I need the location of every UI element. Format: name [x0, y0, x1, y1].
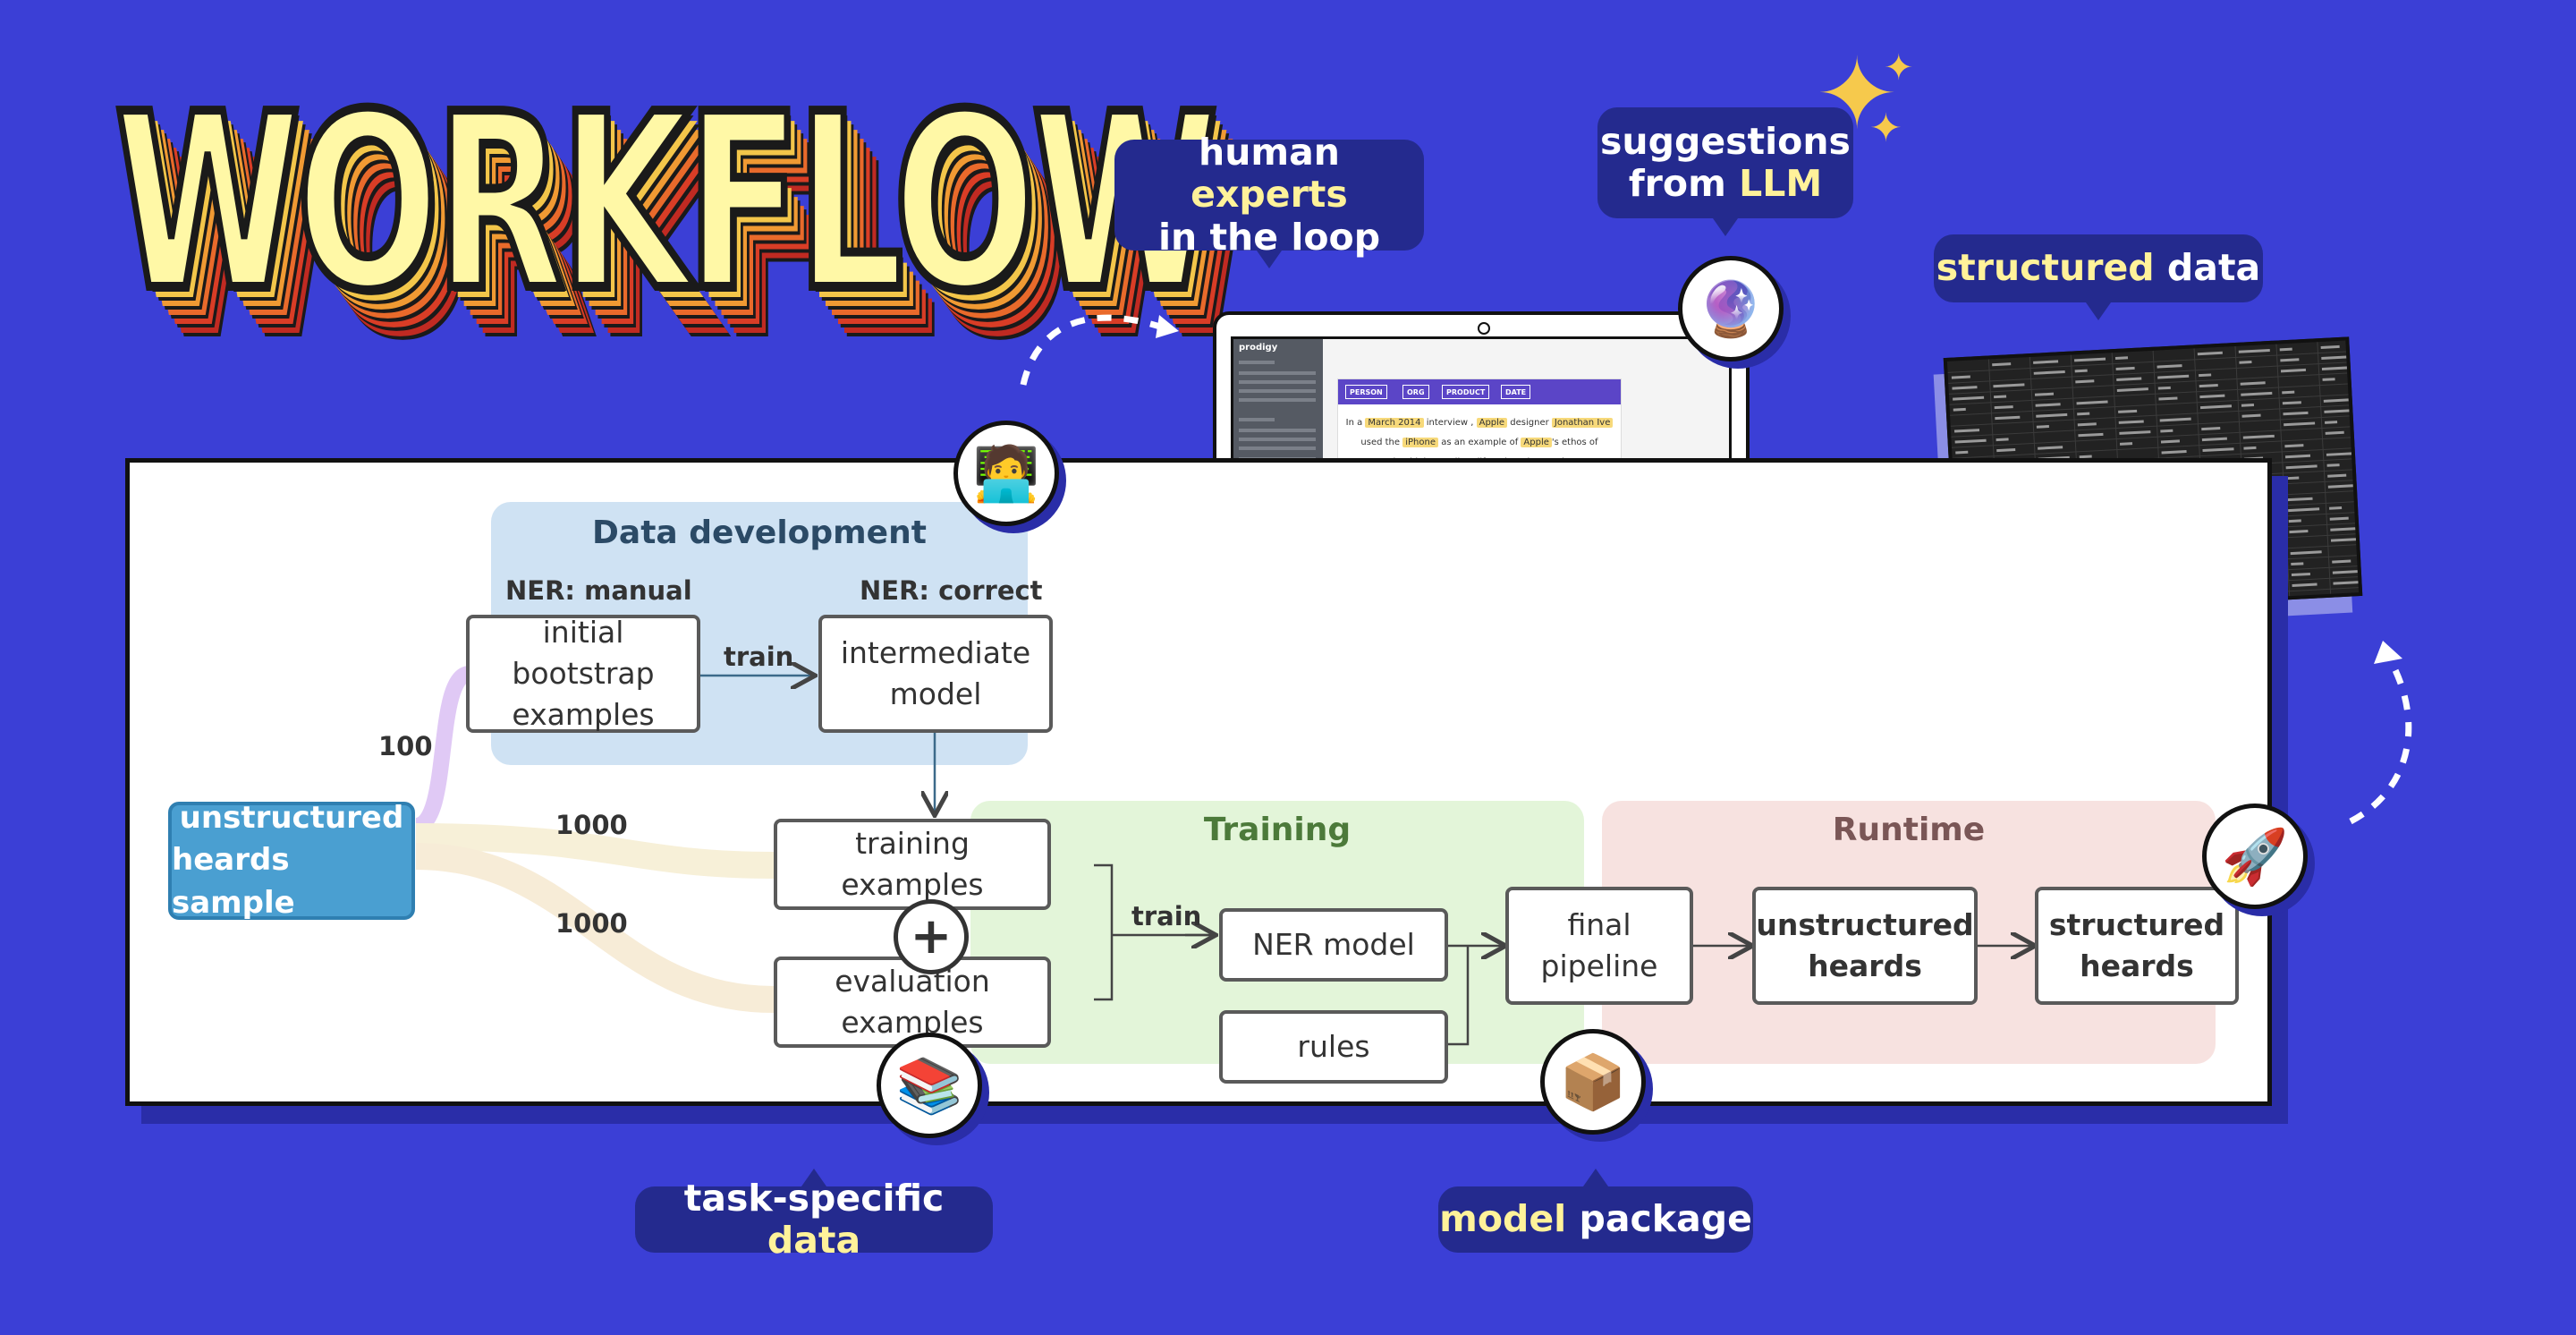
sample-count-label: 1000: [555, 908, 628, 939]
suggestions-llm-bubble: suggestions from LLM: [1597, 107, 1853, 236]
sparkle-small-icon: ✦: [1869, 106, 1902, 151]
books-icon: 📚: [877, 1033, 982, 1138]
sample-count-label: 100: [378, 731, 433, 761]
label-date[interactable]: DATE: [1501, 385, 1531, 399]
training-title: Training: [1203, 812, 1352, 848]
rocket-icon: 🚀: [2202, 804, 2308, 909]
runtime-title: Runtime: [1832, 812, 1986, 848]
train-label: train: [724, 642, 794, 672]
model-package-bubble: model package: [1438, 1169, 1753, 1253]
plus-icon: +: [894, 899, 969, 974]
label-bar: PERSON ORG PRODUCT DATE: [1338, 379, 1621, 404]
ner-model-node: NER model: [1219, 908, 1448, 982]
training-examples-node: training examples: [774, 819, 1051, 910]
package-icon: 📦: [1540, 1029, 1646, 1135]
app-logo: prodigy: [1239, 343, 1278, 353]
camera-dot: [1478, 322, 1490, 335]
ner-manual-label: NER: manual: [505, 575, 692, 606]
workflow-panel: Data development Training Runtime NER: m…: [125, 458, 2272, 1106]
train-label: train: [1131, 901, 1202, 931]
sample-count-label: 1000: [555, 810, 628, 840]
rules-node: rules: [1219, 1010, 1448, 1084]
ner-correct-label: NER: correct: [860, 575, 1043, 606]
sparkle-small-icon: ✦: [1884, 47, 1914, 89]
technologist-icon: 🧑‍💻: [953, 421, 1059, 526]
workflow-title: WORKFLOW: [112, 62, 1222, 344]
task-specific-data-bubble: task-specific data: [635, 1169, 993, 1262]
flow-connectors: [413, 463, 2267, 1046]
label-org[interactable]: ORG: [1402, 385, 1429, 399]
data-development-title: Data development: [592, 514, 927, 551]
crystal-ball-icon: 🔮: [1678, 256, 1784, 361]
label-person[interactable]: PERSON: [1345, 385, 1387, 399]
label-product[interactable]: PRODUCT: [1442, 385, 1490, 399]
structured-data-bubble: structured data: [1934, 234, 2263, 320]
human-experts-bubble: human experts in the loop: [1114, 132, 1424, 268]
